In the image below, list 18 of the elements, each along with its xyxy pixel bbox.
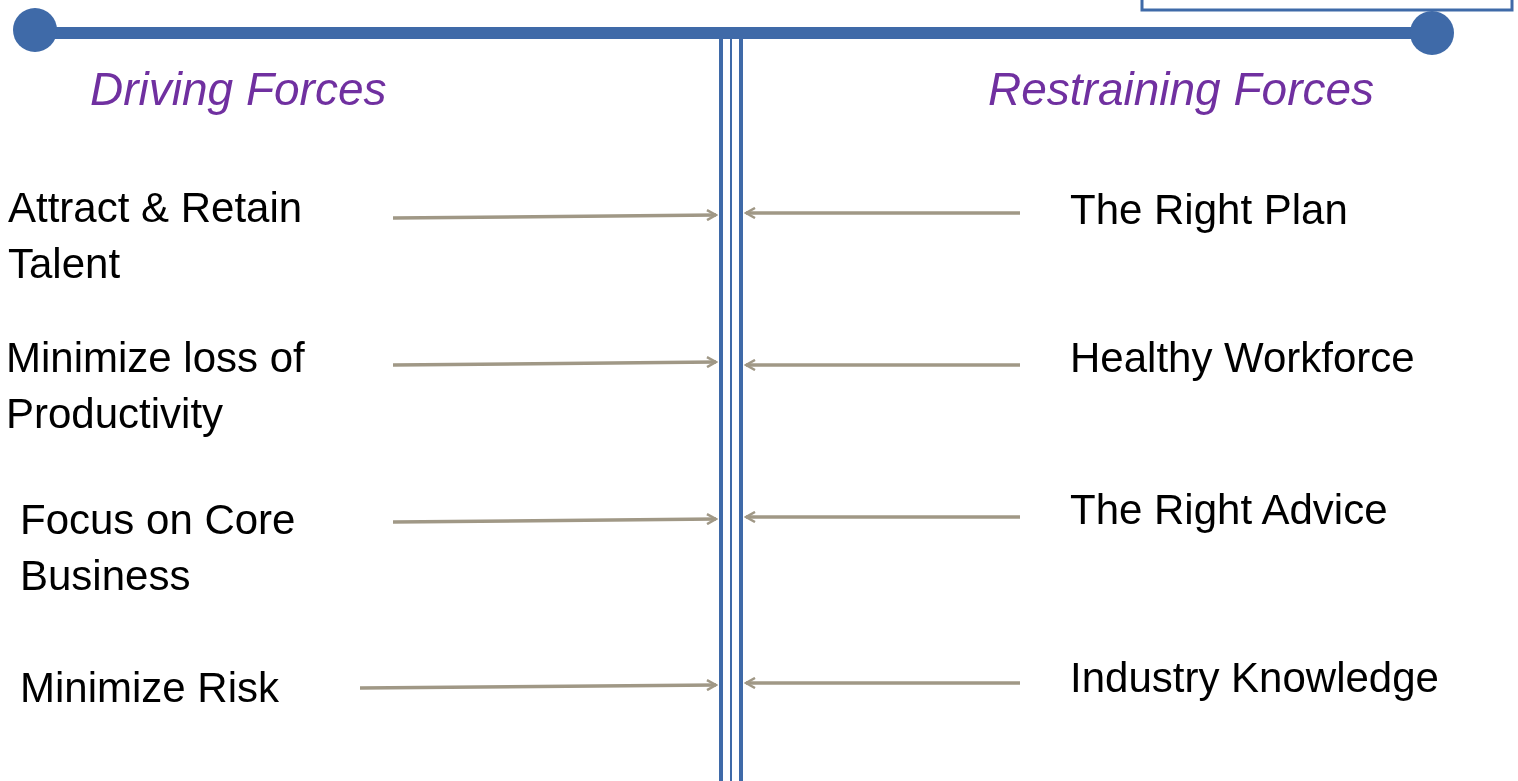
force-arrow: [393, 208, 718, 222]
column-heading: Restraining Forces: [988, 62, 1375, 116]
force-arrow: [360, 678, 718, 692]
force-text: Minimize loss of Productivity: [6, 333, 306, 439]
force-text: Industry Knowledge: [1069, 653, 1439, 703]
force-arrow: [393, 512, 718, 526]
force-arrow: [393, 355, 718, 369]
force-text: The Right Advice: [1069, 485, 1388, 535]
force-text: The Right Plan: [1069, 185, 1348, 235]
force-text: Healthy Workforce: [1069, 333, 1415, 383]
force-arrow: [744, 676, 1020, 690]
column-heading: Driving Forces: [90, 62, 387, 116]
force-arrow: [744, 510, 1020, 524]
force-arrow: [744, 358, 1020, 372]
force-text: Focus on Core Business: [20, 495, 297, 601]
force-text: Minimize Risk: [20, 663, 280, 713]
force-text: Attract & Retain Talent: [8, 183, 304, 289]
force-arrow: [744, 206, 1020, 220]
